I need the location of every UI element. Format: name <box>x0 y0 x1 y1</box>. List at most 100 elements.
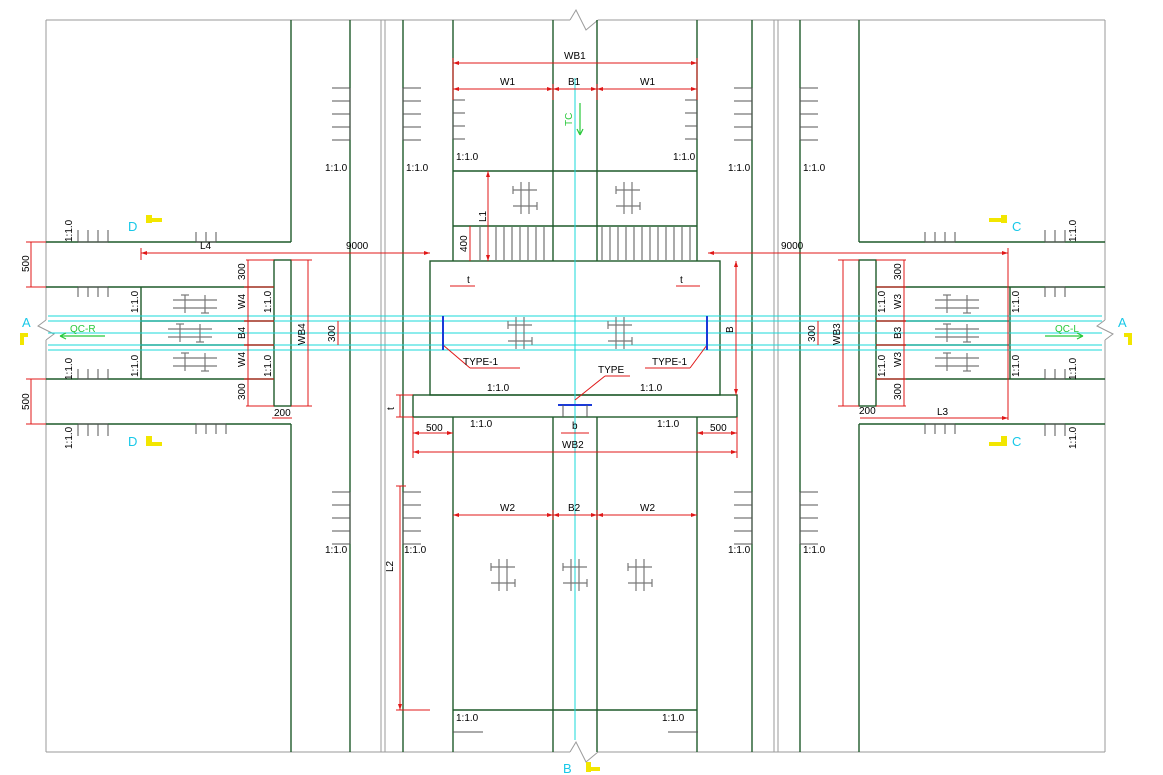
strut-symbol <box>490 559 516 591</box>
strut-symbol <box>168 323 212 343</box>
slope-tick-group <box>402 491 421 545</box>
slope-label: 1:1.0 <box>456 713 479 724</box>
slope-label: 1:1.0 <box>728 163 751 174</box>
section-marker-c-top <box>989 215 1007 223</box>
section-marker-d-bottom <box>146 436 162 446</box>
dim-300-right-center: 300 <box>807 325 818 342</box>
dim-l3: L3 <box>937 407 949 418</box>
dim-b1: B1 <box>568 77 581 88</box>
axis-label-tc: TC <box>564 113 575 126</box>
slope-tick-group <box>1044 230 1066 243</box>
slope-label: 1:1.0 <box>404 545 427 556</box>
slope-label: 1:1.0 <box>456 152 479 163</box>
axis-label-qc-l: QC-L <box>1055 324 1079 335</box>
slope-tick-group <box>77 286 109 297</box>
section-marker-c-bottom <box>989 436 1007 446</box>
section-markers <box>20 103 1132 772</box>
qc-r-arrow-icon <box>59 332 105 340</box>
vertical-dimension-texts: L1 400 L2 t B 500 500 300 W4 B4 W4 300 W… <box>21 210 904 572</box>
strut-symbol <box>507 317 533 349</box>
strut-symbol <box>935 323 979 343</box>
type-plates <box>442 316 708 417</box>
dim-w2-right: W2 <box>640 503 655 514</box>
slope-label: 1:1.0 <box>803 163 826 174</box>
strut-symbols <box>168 182 979 591</box>
dim-500-bottom-left: 500 <box>426 423 443 434</box>
slope-label: 1:1.0 <box>1011 354 1022 377</box>
slope-tick-group <box>924 232 956 243</box>
slope-tick-group <box>685 99 698 140</box>
strut-symbol <box>173 352 217 372</box>
dim-b3: B3 <box>893 326 904 339</box>
section-marker-a-left <box>20 333 28 345</box>
dim-200-left: 200 <box>274 408 291 419</box>
label-type: TYPE <box>598 365 624 376</box>
axis-label-qc-r: QC-R <box>70 324 96 335</box>
dim-w4-bottom: W4 <box>237 352 248 367</box>
slope-label: 1:1.0 <box>470 419 493 430</box>
dim-500-left-top: 500 <box>21 255 32 272</box>
slope-tick-group <box>77 423 109 436</box>
dim-500-bottom-right: 500 <box>710 423 727 434</box>
dim-b-small: b <box>572 421 578 432</box>
dim-wb3: WB3 <box>832 323 843 345</box>
slope-labels-vertical: 1:1.0 1:1.0 1:1.0 1:1.0 1:1.0 1:1.0 1:1.… <box>64 219 1079 449</box>
slope-tick-group <box>77 369 109 380</box>
axis-labels: QC-R QC-L TC <box>70 113 1079 335</box>
slope-tick-group <box>1044 423 1066 436</box>
dim-wb1: WB1 <box>564 51 586 62</box>
slope-tick-group <box>77 230 109 243</box>
dim-300-left-center: 300 <box>327 325 338 342</box>
slope-label: 1:1.0 <box>263 354 274 377</box>
dimension-texts: WB1 W1 B1 W1 W2 B2 W2 WB2 500 500 b L4 9… <box>200 51 949 514</box>
slope-tick-group <box>734 491 753 545</box>
slope-tick-group <box>195 423 227 434</box>
slope-label: 1:1.0 <box>64 357 75 380</box>
dim-b4: B4 <box>237 326 248 339</box>
dim-w3-bottom: W3 <box>893 352 904 367</box>
strut-symbol <box>562 559 588 591</box>
dim-t-vertical: t <box>386 407 397 410</box>
section-label-a-left: A <box>22 315 31 330</box>
dim-400: 400 <box>459 235 470 252</box>
dim-l4: L4 <box>200 241 212 252</box>
dim-wb2: WB2 <box>562 440 584 451</box>
section-label-d-top: D <box>128 219 137 234</box>
dim-500-left-bottom: 500 <box>21 393 32 410</box>
slope-tick-group <box>1044 369 1066 380</box>
slope-label: 1:1.0 <box>64 219 75 242</box>
dim-9000-right: 9000 <box>781 241 804 252</box>
slope-label: 1:1.0 <box>1068 426 1079 449</box>
slope-ticks <box>77 87 1066 733</box>
dim-9000-left: 9000 <box>346 241 369 252</box>
section-label-b: B <box>563 761 572 775</box>
dimension-lines <box>30 62 1008 710</box>
slope-label: 1:1.0 <box>263 290 274 313</box>
dim-300-left-top: 300 <box>237 263 248 280</box>
dim-t-left: t <box>467 275 470 286</box>
strut-symbol <box>935 294 979 314</box>
slope-labels: 1:1.0 1:1.0 1:1.0 1:1.0 1:1.0 1:1.0 1:1.… <box>325 152 826 724</box>
slope-tick-group <box>734 87 753 141</box>
slope-label: 1:1.0 <box>657 419 680 430</box>
slope-label: 1:1.0 <box>1068 357 1079 380</box>
section-label-c-bottom: C <box>1012 434 1021 449</box>
dim-big-b: B <box>725 326 736 333</box>
slope-tick-group <box>332 87 351 141</box>
slope-label: 1:1.0 <box>487 383 510 394</box>
dim-300-right-top: 300 <box>893 263 904 280</box>
slope-tick-group <box>924 423 956 434</box>
label-type1-left: TYPE-1 <box>463 357 498 368</box>
slope-label: 1:1.0 <box>673 152 696 163</box>
strut-symbol <box>607 317 633 349</box>
slope-label: 1:1.0 <box>877 354 888 377</box>
section-marker-d-top <box>146 215 162 223</box>
stair-treads <box>479 227 691 260</box>
slope-tick-group <box>402 87 421 141</box>
slope-label: 1:1.0 <box>130 290 141 313</box>
slope-label: 1:1.0 <box>1068 219 1079 242</box>
slope-label: 1:1.0 <box>728 545 751 556</box>
slope-label: 1:1.0 <box>803 545 826 556</box>
dim-t-right: t <box>680 275 683 286</box>
